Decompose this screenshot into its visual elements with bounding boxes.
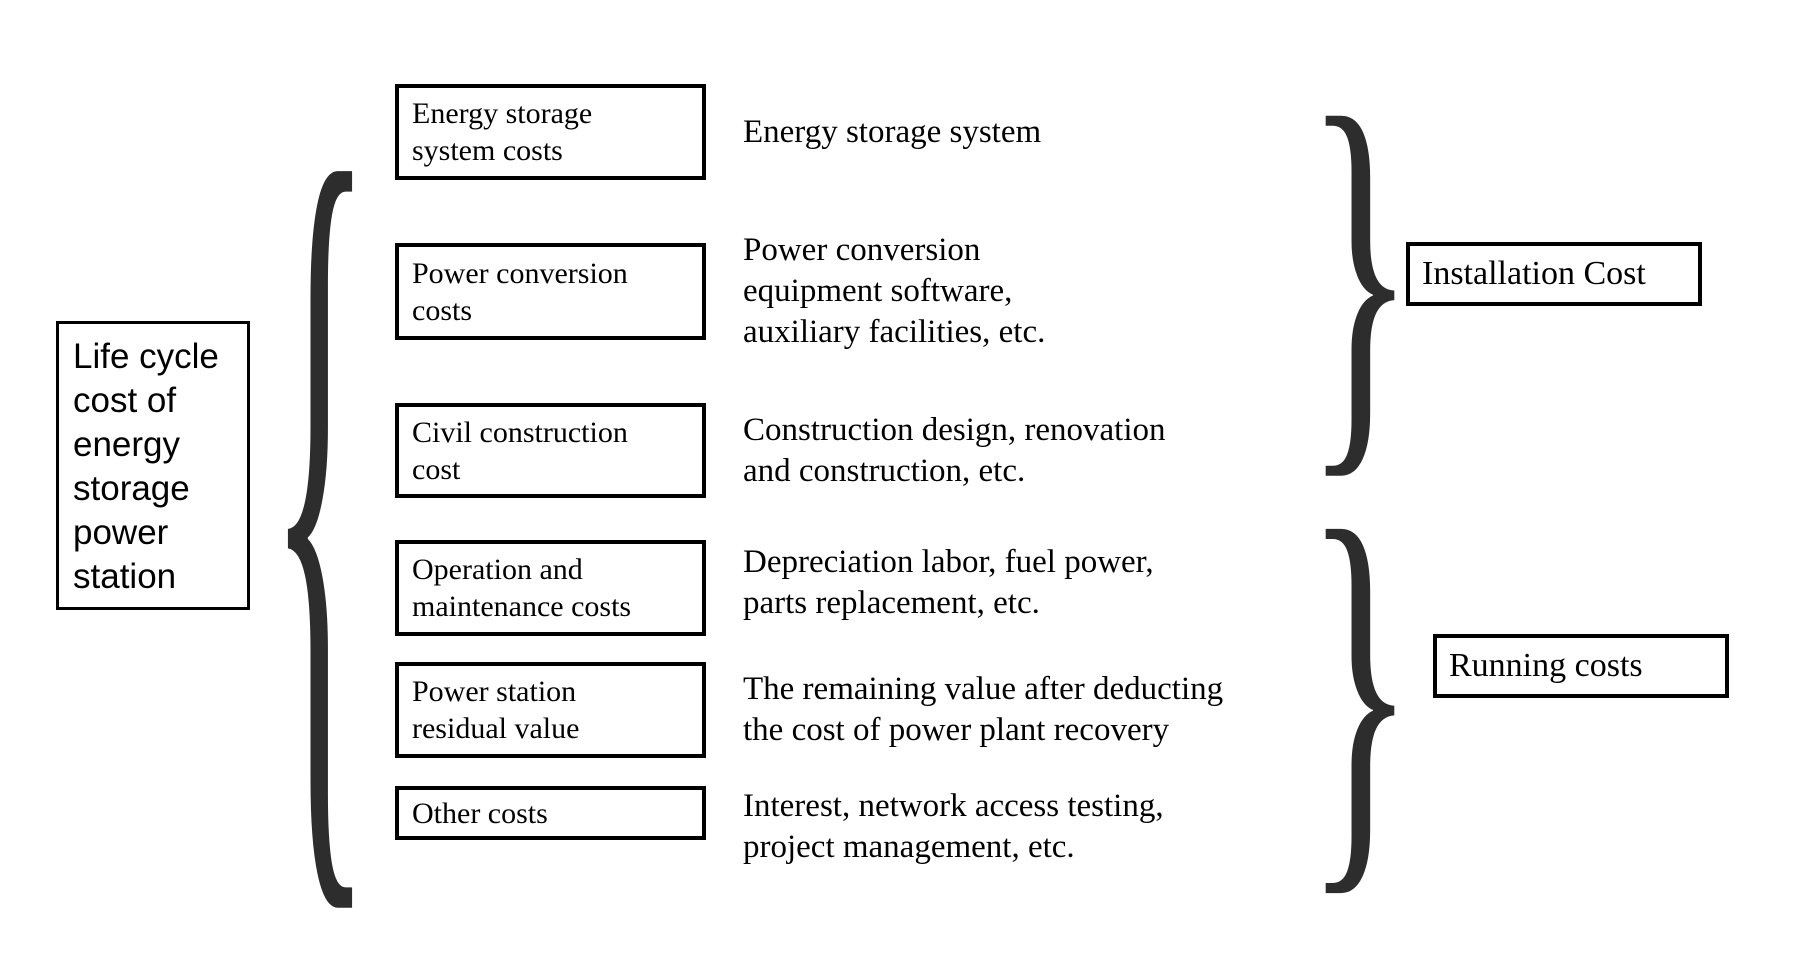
box-power-conversion-costs: Power conversion costs bbox=[395, 243, 706, 340]
running-costs-brace-icon: } bbox=[1305, 466, 1415, 906]
box-energy-storage-system-costs: Energy storage system costs bbox=[395, 84, 706, 180]
box-power-station-residual-value: Power station residual value bbox=[395, 662, 706, 758]
description-other-costs: Interest, network access testing, projec… bbox=[743, 788, 1164, 865]
right-brace-glyph: } bbox=[1304, 30, 1416, 514]
box-civil-construction-cost: Civil construction cost bbox=[395, 403, 706, 498]
box-other-costs: Other costs bbox=[395, 786, 706, 840]
left-brace-icon: { bbox=[268, 46, 371, 936]
installation-cost-label-box: Installation Cost bbox=[1406, 242, 1702, 306]
root-label-box: Life cycle cost of energy storage power … bbox=[56, 321, 250, 610]
description-residual-value: The remaining value after deducting the … bbox=[743, 671, 1224, 748]
installation-cost-brace-icon: } bbox=[1305, 54, 1415, 489]
description-energy-storage-system: Energy storage system bbox=[743, 113, 1042, 150]
box-operation-maintenance-costs: Operation and maintenance costs bbox=[395, 540, 706, 636]
description-operation-maintenance: Depreciation labor, fuel power, parts re… bbox=[743, 544, 1154, 621]
description-civil-construction: Construction design, renovation and cons… bbox=[743, 411, 1166, 489]
left-brace-glyph: { bbox=[268, 0, 372, 968]
running-costs-label-box: Running costs bbox=[1433, 634, 1729, 698]
description-power-conversion: Power conversion equipment software, aux… bbox=[743, 232, 1046, 350]
right-brace-glyph: } bbox=[1304, 442, 1416, 931]
